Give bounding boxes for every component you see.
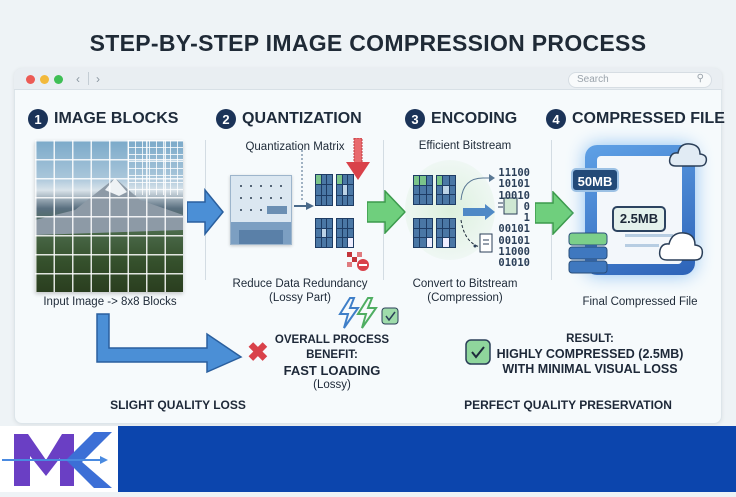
red-down-arrow-icon [346, 138, 370, 180]
step-2-heading: 2 QUANTIZATION [216, 109, 362, 129]
search-input[interactable]: Search ⚲ [568, 72, 712, 88]
bit-row: 10010 [498, 189, 530, 202]
benefit-heading: OVERALL PROCESS BENEFIT: [274, 334, 390, 361]
mountain-image-blocks [35, 140, 183, 292]
nav-divider [88, 72, 89, 85]
step-4-caption: Final Compressed File [582, 296, 698, 308]
document-icon [498, 197, 518, 215]
benefit-block: OVERALL PROCESS BENEFIT: FAST LOADING (L… [262, 333, 402, 393]
search-placeholder: Search [577, 74, 609, 85]
bit-row: 1 [523, 212, 530, 225]
compressed-size-badge: 2.5MB [612, 206, 666, 232]
forward-icon[interactable]: › [96, 72, 100, 86]
step-number: 2 [216, 109, 236, 129]
block-grid [436, 218, 456, 248]
back-icon[interactable]: ‹ [76, 72, 80, 86]
slight-quality-loss-label: SLIGHT QUALITY LOSS [110, 398, 246, 412]
browser-toolbar [14, 68, 722, 90]
maximize-dot[interactable] [54, 75, 63, 84]
result-heading: RESULT: [566, 333, 614, 345]
step-4-heading: 4 COMPRESSED FILE [546, 109, 725, 129]
minimize-dot[interactable] [40, 75, 49, 84]
caption-line: Convert to Bitstream [412, 278, 518, 290]
red-x-icon: ✖ [247, 337, 269, 367]
original-size-badge: 50MB [571, 168, 619, 192]
step-3-heading: 3 ENCODING [405, 109, 517, 129]
cloud-icon [668, 143, 708, 167]
green-check-icon [465, 339, 491, 365]
document-icon [473, 233, 493, 253]
block-grid [315, 174, 333, 206]
step-2-caption: Reduce Data Redundancy (Lossy Part) [220, 277, 380, 305]
green-arrow-icon [367, 190, 407, 234]
efficient-bitstream-label: Efficient Bitstream [418, 140, 512, 152]
step-number: 3 [405, 109, 425, 129]
step-1-caption: Input Image -> 8x8 Blocks [43, 296, 177, 308]
blue-arrow-icon [187, 188, 224, 236]
block-grid [436, 175, 456, 205]
quantization-matrix [230, 175, 292, 245]
step-number: 1 [28, 109, 48, 129]
bit-row: 10101 [498, 178, 530, 191]
result-block: RESULT: HIGHLY COMPRESSED (2.5MB) WITH M… [495, 332, 685, 377]
server-stack-icon [568, 232, 608, 274]
green-arrow-icon [535, 191, 575, 235]
pixel-reduction-icon [347, 252, 369, 271]
dashed-connector [294, 150, 314, 210]
step-title: IMAGE BLOCKS [54, 110, 179, 127]
block-grid [336, 174, 354, 206]
search-icon: ⚲ [696, 73, 704, 84]
step-title: QUANTIZATION [242, 110, 362, 127]
step-title: COMPRESSED FILE [572, 110, 725, 127]
bit-row: 00101 [498, 223, 530, 236]
bit-row: 11000 [498, 246, 530, 259]
step-1-heading: 1 IMAGE BLOCKS [28, 109, 178, 129]
bit-row: 0 [523, 200, 530, 213]
block-grid [336, 218, 354, 248]
lightning-check-icon [338, 297, 399, 329]
perfect-quality-label: PERFECT QUALITY PRESERVATION [464, 398, 672, 412]
bit-row: 01010 [498, 257, 530, 270]
step-3-caption: Convert to Bitstream (Compression) [395, 277, 535, 305]
bit-row: 00101 [498, 234, 530, 247]
result-line: WITH MINIMAL VISUAL LOSS [502, 362, 678, 376]
step-number: 4 [546, 109, 566, 129]
caption-line: Reduce Data Redundancy [232, 278, 368, 290]
quantization-matrix-label: Quantization Matrix [245, 141, 345, 153]
caption-line: (Lossy Part) [269, 292, 331, 304]
caption-line: (Compression) [427, 292, 503, 304]
benefit-value: FAST LOADING [283, 363, 381, 378]
block-grid [315, 218, 333, 248]
blue-l-arrow-icon [96, 313, 243, 374]
close-dot[interactable] [26, 75, 35, 84]
step-title: ENCODING [431, 110, 518, 127]
result-line: HIGHLY COMPRESSED (2.5MB) [496, 347, 684, 361]
page-title: STEP-BY-STEP IMAGE COMPRESSION PROCESS [89, 30, 647, 56]
benefit-note: (Lossy) [313, 379, 351, 391]
footer-bar [0, 426, 736, 492]
block-grid [413, 175, 433, 205]
mk-logo [0, 426, 118, 492]
bit-row: 11100 [498, 167, 530, 179]
cloud-icon [658, 232, 704, 261]
block-grid [413, 218, 433, 248]
